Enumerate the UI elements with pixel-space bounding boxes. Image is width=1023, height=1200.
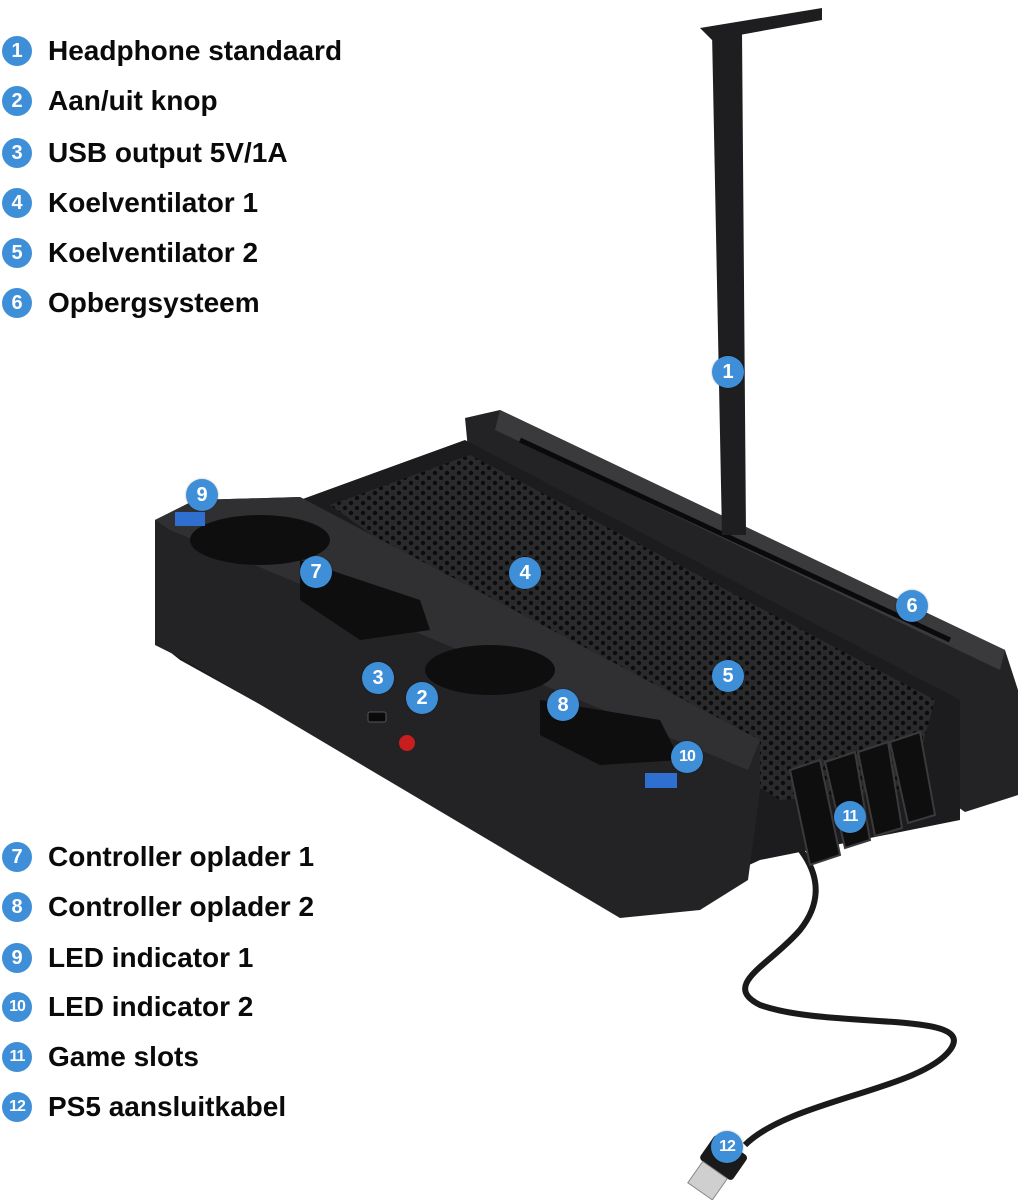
led-indicator-1 <box>175 512 205 526</box>
number-badge: 6 <box>2 288 32 318</box>
controller-dock-1 <box>190 515 330 565</box>
legend-label: LED indicator 2 <box>48 991 254 1022</box>
callout-storage: 6 <box>896 590 928 622</box>
usb-cable <box>718 787 957 1148</box>
legend-item: 10 LED indicator 2 <box>2 991 253 1023</box>
callout-led-1: 9 <box>186 479 218 511</box>
legend-item: 3 USB output 5V/1A <box>2 137 288 169</box>
power-button <box>399 735 415 751</box>
callout-usb-output: 3 <box>362 662 394 694</box>
legend-item: 6 Opbergsysteem <box>2 287 260 319</box>
legend-item: 8 Controller oplader 2 <box>2 891 314 923</box>
legend-label: Controller oplader 2 <box>48 891 315 922</box>
controller-dock-2 <box>425 645 555 695</box>
legend-label: Game slots <box>48 1041 199 1072</box>
number-badge: 8 <box>2 892 32 922</box>
callout-led-2: 10 <box>671 741 703 773</box>
legend-item: 7 Controller oplader 1 <box>2 841 314 873</box>
legend-label: Koelventilator 1 <box>48 187 259 218</box>
legend-item: 9 LED indicator 1 <box>2 942 253 974</box>
legend-label: Koelventilator 2 <box>48 237 259 268</box>
number-badge: 7 <box>2 842 32 872</box>
legend-item: 12 PS5 aansluitkabel <box>2 1091 286 1123</box>
legend-label: Headphone standaard <box>48 35 343 66</box>
legend-label: LED indicator 1 <box>48 942 254 973</box>
number-badge: 1 <box>2 36 32 66</box>
number-badge: 4 <box>2 188 32 218</box>
legend-label: Aan/uit knop <box>48 85 218 116</box>
led-indicator-2 <box>645 773 677 788</box>
headphone-hook <box>700 8 822 40</box>
legend-item: 4 Koelventilator 1 <box>2 187 258 219</box>
legend-label: PS5 aansluitkabel <box>48 1091 287 1122</box>
number-badge: 11 <box>2 1042 32 1072</box>
legend-item: 5 Koelventilator 2 <box>2 237 258 269</box>
number-badge: 9 <box>2 943 32 973</box>
callout-power-button: 2 <box>406 682 438 714</box>
number-badge: 2 <box>2 86 32 116</box>
legend-item: 1 Headphone standaard <box>2 35 342 67</box>
callout-cooling-fan-1: 4 <box>509 557 541 589</box>
number-badge: 12 <box>2 1092 32 1122</box>
legend-item: 2 Aan/uit knop <box>2 85 218 117</box>
usb-port <box>367 711 387 723</box>
callout-game-slots: 11 <box>834 801 866 833</box>
callout-charger-2: 8 <box>547 689 579 721</box>
legend-item: 11 Game slots <box>2 1041 199 1073</box>
legend-label: Opbergsysteem <box>48 287 260 318</box>
number-badge: 3 <box>2 138 32 168</box>
callout-cooling-fan-2: 5 <box>712 660 744 692</box>
game-slots <box>788 730 937 867</box>
legend-label: USB output 5V/1A <box>48 137 288 168</box>
legend-label: Controller oplader 1 <box>48 841 315 872</box>
number-badge: 10 <box>2 992 32 1022</box>
callout-headphone-stand: 1 <box>712 356 744 388</box>
callout-charger-1: 7 <box>300 556 332 588</box>
headphone-pole <box>712 32 746 535</box>
number-badge: 5 <box>2 238 32 268</box>
callout-cable: 12 <box>711 1131 743 1163</box>
cooling-grille <box>330 455 935 800</box>
